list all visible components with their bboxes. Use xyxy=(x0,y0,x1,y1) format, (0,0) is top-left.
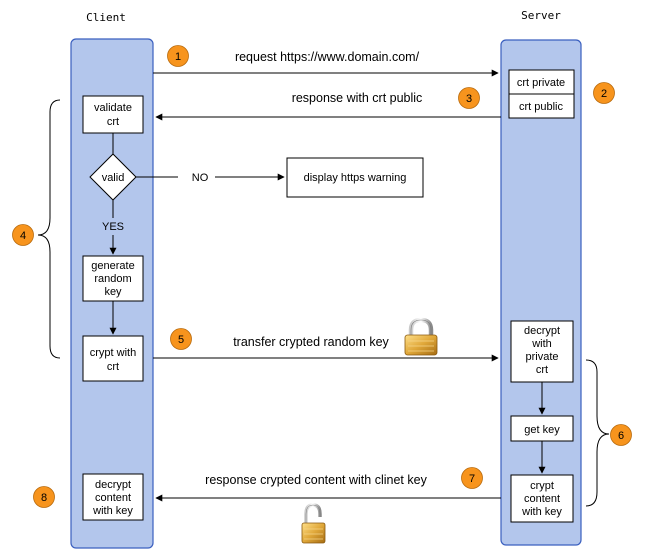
server-decrypt-line2: with xyxy=(531,338,552,350)
step-number-2: 2 xyxy=(601,88,607,100)
brace-left-client-group xyxy=(37,99,61,359)
server-decrypt-line4: crt xyxy=(536,364,548,376)
step-badge-1: 1 xyxy=(167,45,189,67)
crt-private-box xyxy=(508,69,575,95)
crt-private-label: crt private xyxy=(517,77,565,89)
get-key-label: get key xyxy=(524,424,560,436)
message-1-label: request https://www.domain.com/ xyxy=(235,50,420,64)
no-label: NO xyxy=(192,172,209,184)
step-badge-3: 3 xyxy=(458,87,480,109)
crt-public-label: crt public xyxy=(519,101,564,113)
crypt-with-crt-box xyxy=(82,335,144,382)
validate-crt-line2: crt xyxy=(107,116,119,128)
client-decrypt-line3: with key xyxy=(92,505,133,517)
step-number-4: 4 xyxy=(20,230,26,242)
generate-random-key-box xyxy=(82,255,144,302)
server-crypt-line1: crypt xyxy=(530,480,554,492)
message-5-label: transfer crypted random key xyxy=(233,335,389,349)
display-https-warning-box xyxy=(286,157,424,198)
decrypt-content-box xyxy=(82,473,144,521)
step-number-8: 8 xyxy=(41,492,47,504)
get-key-box xyxy=(510,415,574,442)
valid-decision-label: valid xyxy=(102,172,125,184)
client-decrypt-line2: content xyxy=(95,492,131,504)
decrypt-with-private-crt-box xyxy=(510,320,574,383)
server-crypt-line3: with key xyxy=(521,506,562,518)
step-badge-4: 4 xyxy=(12,224,34,246)
message-3-label: response with crt public xyxy=(292,91,423,105)
client-decrypt-line1: decrypt xyxy=(95,479,131,491)
server-lane-label: Server xyxy=(521,9,561,22)
step-number-3: 3 xyxy=(466,93,472,105)
crypt-content-box xyxy=(510,474,574,523)
step-badge-8: 8 xyxy=(33,486,55,508)
crypt-line2: crt xyxy=(107,361,119,373)
display-https-warning-label: display https warning xyxy=(304,172,407,184)
server-crypt-line2: content xyxy=(524,493,560,505)
client-lane-label: Client xyxy=(86,11,126,24)
message-7-label: response crypted content with clinet key xyxy=(205,473,427,487)
generate-line1: generate xyxy=(91,260,134,272)
step-number-7: 7 xyxy=(469,473,475,485)
yes-label: YES xyxy=(102,221,124,233)
step-number-5: 5 xyxy=(178,334,184,346)
server-decrypt-line1: decrypt xyxy=(524,325,560,337)
step-number-6: 6 xyxy=(618,430,624,442)
crt-public-box xyxy=(508,93,575,119)
crypt-line1: crypt with xyxy=(90,347,136,359)
server-decrypt-line3: private xyxy=(525,351,558,363)
padlock-locked-icon xyxy=(404,317,438,356)
generate-line2: random xyxy=(94,273,131,285)
padlock-unlocked-icon xyxy=(301,503,326,544)
brace-right-server-group xyxy=(585,359,610,507)
step-number-1: 1 xyxy=(175,51,181,63)
step-badge-2: 2 xyxy=(593,82,615,104)
step-badge-6: 6 xyxy=(610,424,632,446)
validate-crt-line1: validate xyxy=(94,102,132,114)
generate-line3: key xyxy=(104,286,122,298)
step-badge-5: 5 xyxy=(170,328,192,350)
step-badge-7: 7 xyxy=(461,467,483,489)
